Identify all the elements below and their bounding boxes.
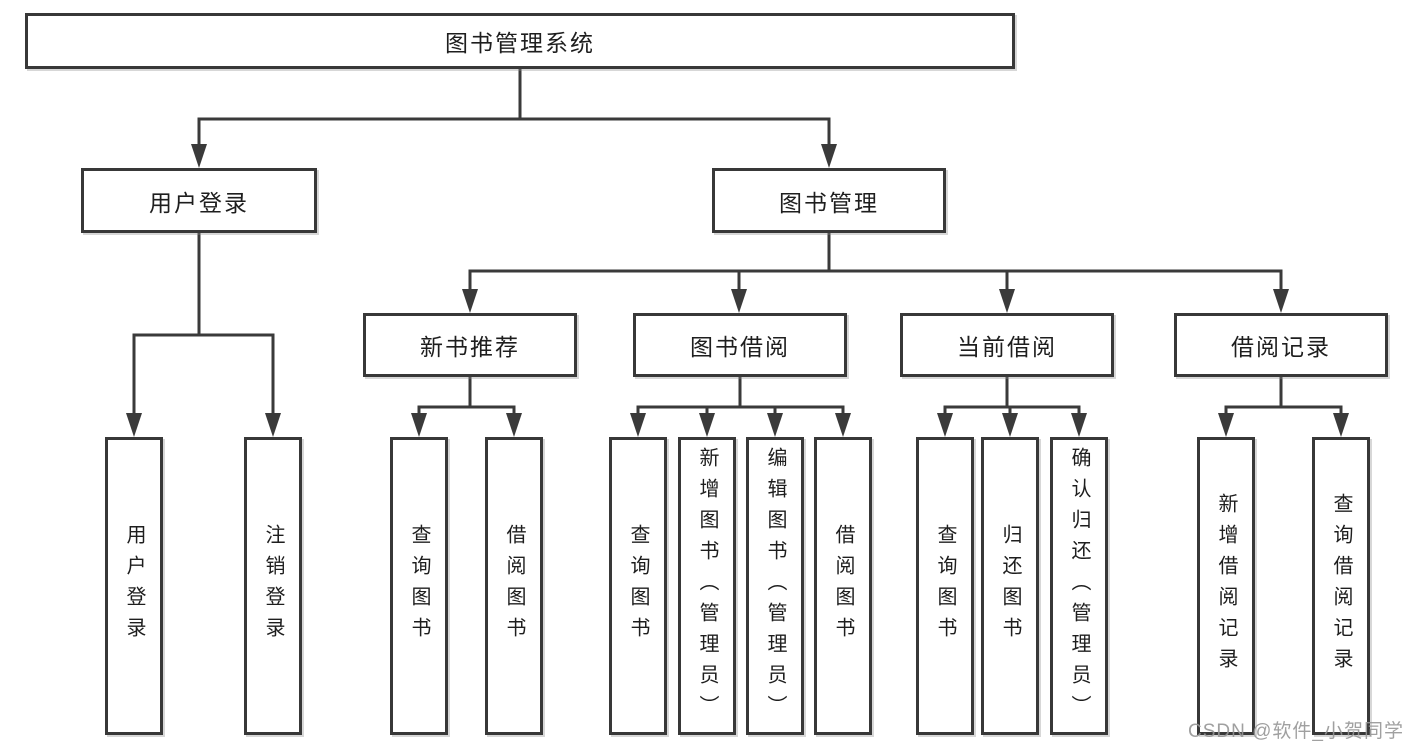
connector-bookmgmt-to-level3 <box>468 231 1283 295</box>
arrow-icon <box>1002 413 1018 437</box>
leaf-label: 查询图书 <box>408 524 430 648</box>
node-current-borrow: 当前借阅 <box>900 313 1114 377</box>
leaf-add-book-admin: 新增图书（管理员） <box>678 437 736 735</box>
leaf-recommend-borrow-book: 借阅图书 <box>485 437 543 735</box>
leaf-label: 借阅图书 <box>503 524 525 648</box>
leaf-user-login: 用户登录 <box>105 437 163 735</box>
connector-borrowrecord-to-leaves <box>1226 377 1341 417</box>
leaf-label: 确认归还（管理员） <box>1068 446 1090 726</box>
connector-borrowrecord-to-leaves-lines <box>1224 375 1343 419</box>
connector-currentborrow-to-leaves <box>943 375 1081 419</box>
leaf-label: 注销登录 <box>262 524 284 648</box>
connector-newbook-to-leaves <box>417 375 516 419</box>
arrow-icon <box>1218 413 1234 437</box>
arrow-icon <box>699 413 715 437</box>
node-book-management: 图书管理 <box>712 168 946 233</box>
leaf-label: 查询借阅记录 <box>1330 493 1352 679</box>
leaf-edit-book-admin: 编辑图书（管理员） <box>746 437 804 735</box>
arrow-icon <box>1333 413 1349 437</box>
leaf-label: 归还图书 <box>999 524 1021 648</box>
leaf-add-borrow-record: 新增借阅记录 <box>1197 437 1255 735</box>
leaf-borrow-query-book: 查询图书 <box>609 437 667 735</box>
node-new-book-recommend: 新书推荐 <box>363 313 577 377</box>
leaf-logout: 注销登录 <box>244 437 302 735</box>
arrow-icon <box>999 289 1015 313</box>
leaf-label: 编辑图书（管理员） <box>764 446 786 726</box>
arrow-icon <box>1273 289 1289 313</box>
leaf-current-query-book: 查询图书 <box>916 437 974 735</box>
leaf-label: 用户登录 <box>123 524 145 648</box>
arrow-icon <box>411 413 427 437</box>
arrow-icon <box>630 413 646 437</box>
arrow-icon <box>462 289 478 313</box>
arrow-icon <box>265 413 281 437</box>
leaf-label: 查询图书 <box>934 524 956 648</box>
leaf-query-borrow-record: 查询借阅记录 <box>1312 437 1370 735</box>
leaf-label: 新增图书（管理员） <box>696 446 718 726</box>
arrow-icon <box>937 413 953 437</box>
leaf-label: 查询图书 <box>627 524 649 648</box>
node-library-system: 图书管理系统 <box>25 13 1015 69</box>
arrow-icon <box>731 289 747 313</box>
leaf-recommend-query-book: 查询图书 <box>390 437 448 735</box>
arrowheads <box>126 144 1349 437</box>
connector-bookborrow-to-leaves <box>636 375 845 419</box>
leaf-confirm-return-admin: 确认归还（管理员） <box>1050 437 1108 735</box>
arrow-icon <box>1071 413 1087 437</box>
arrow-icon <box>126 413 142 437</box>
leaf-return-book: 归还图书 <box>981 437 1039 735</box>
leaf-borrow-book: 借阅图书 <box>814 437 872 735</box>
arrow-icon <box>835 413 851 437</box>
node-book-borrow: 图书借阅 <box>633 313 847 377</box>
arrow-icon <box>767 413 783 437</box>
leaf-label: 新增借阅记录 <box>1215 493 1237 679</box>
leaf-label: 借阅图书 <box>832 524 854 648</box>
node-user-login: 用户登录 <box>81 168 317 233</box>
arrow-icon <box>191 144 207 168</box>
arrow-icon <box>506 413 522 437</box>
csdn-watermark: CSDN @软件_小贺同学 <box>1188 721 1404 742</box>
connector-root-to-level2 <box>197 67 831 150</box>
node-borrow-record: 借阅记录 <box>1174 313 1388 377</box>
arrow-icon <box>821 144 837 168</box>
connector-userlogin-to-leaves <box>132 231 275 419</box>
